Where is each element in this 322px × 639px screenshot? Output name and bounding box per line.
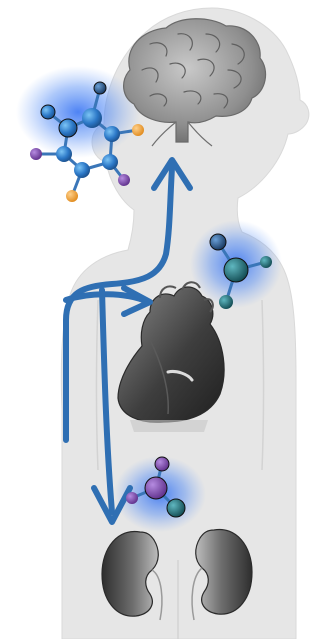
- atom: [74, 162, 90, 178]
- atom: [94, 82, 106, 94]
- atom: [167, 499, 185, 517]
- glow-head-molecule: [16, 66, 140, 158]
- atom: [224, 258, 248, 282]
- atom: [104, 126, 120, 142]
- atom: [59, 119, 77, 137]
- atom: [145, 477, 167, 499]
- atom: [132, 124, 144, 136]
- atom: [82, 108, 102, 128]
- atom: [30, 148, 42, 160]
- atom: [102, 154, 118, 170]
- atom: [118, 174, 130, 186]
- atom: [126, 492, 138, 504]
- atom: [66, 190, 78, 202]
- atom: [155, 457, 169, 471]
- atom: [210, 234, 226, 250]
- atom: [219, 295, 233, 309]
- atom: [260, 256, 272, 268]
- atom: [41, 105, 55, 119]
- atom: [56, 146, 72, 162]
